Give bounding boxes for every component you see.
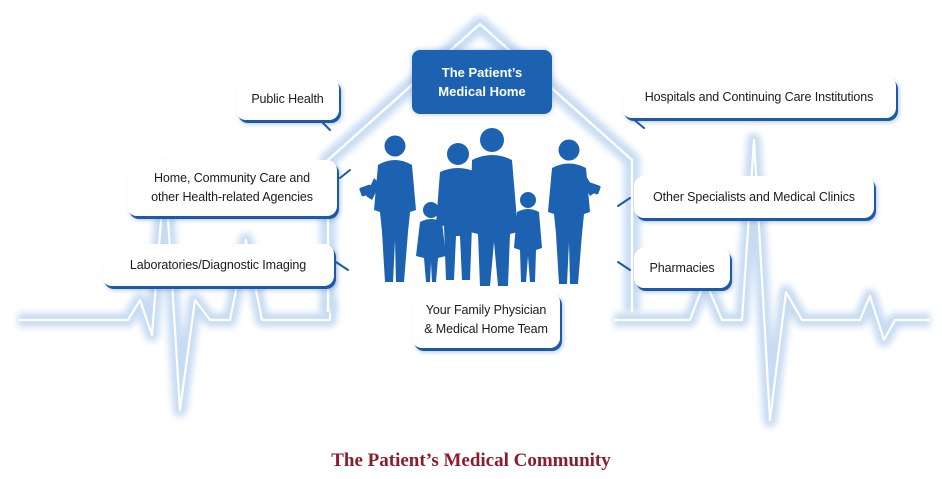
- public-health-label: Public Health: [236, 78, 339, 120]
- home-community-line-2: other Health-related Agencies: [151, 190, 313, 204]
- pharmacies-text: Pharmacies: [649, 260, 715, 275]
- home-community-care-label: Home, Community Care and other Health-re…: [127, 160, 337, 216]
- pharmacies-label: Pharmacies: [634, 248, 730, 288]
- nurse-silhouette-icon: [548, 139, 601, 284]
- connector-ticks: [321, 117, 645, 271]
- medical-home-title-box: The Patient’s Medical Home: [412, 50, 552, 114]
- hospitals-text: Hospitals and Continuing Care Institutio…: [644, 89, 874, 104]
- title-line-1: The Patient’s: [441, 65, 523, 80]
- family-physician-line-2: & Medical Home Team: [424, 322, 548, 336]
- title-line-2: Medical Home: [438, 84, 526, 99]
- diagram-caption: The Patient’s Medical Community: [331, 450, 611, 471]
- other-specialists-text: Other Specialists and Medical Clinics: [653, 189, 855, 204]
- laboratories-label: Laboratories/Diagnostic Imaging: [102, 244, 334, 286]
- hospitals-label: Hospitals and Continuing Care Institutio…: [622, 76, 896, 118]
- public-health-text: Public Health: [251, 91, 324, 106]
- family-silhouette-icon: [416, 128, 542, 286]
- family-physician-label: Your Family Physician & Medical Home Tea…: [412, 292, 560, 348]
- laboratories-text: Laboratories/Diagnostic Imaging: [129, 257, 307, 272]
- home-community-line-1: Home, Community Care and: [154, 171, 310, 185]
- physician-silhouette-icon: [359, 135, 416, 282]
- family-physician-line-1: Your Family Physician: [425, 303, 547, 317]
- other-specialists-label: Other Specialists and Medical Clinics: [634, 176, 874, 218]
